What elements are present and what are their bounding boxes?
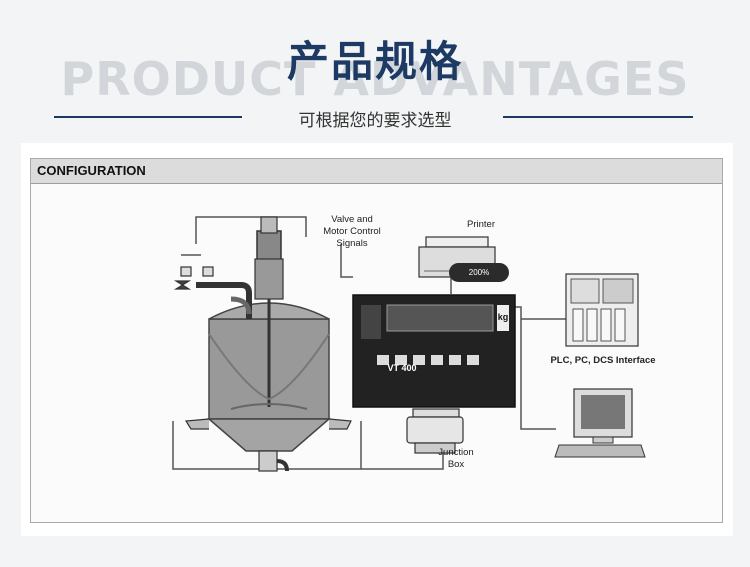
junction-wire — [361, 452, 444, 470]
valve-label-line3: Signals — [336, 238, 368, 249]
title-rule-left — [54, 116, 242, 118]
junction-box-label: Junction Box — [426, 447, 486, 471]
indicator-model-label: VT 400 — [387, 363, 417, 373]
control-signal-wire — [340, 244, 353, 278]
junction-box-icon — [406, 408, 464, 454]
valve-label-line2: Motor Control — [323, 226, 381, 237]
pc-wire — [514, 306, 556, 430]
background-watermark: PRODUCT ADVANTAGES — [60, 52, 690, 106]
indicator-unit-label: kg — [497, 312, 509, 322]
tank-icon — [184, 216, 352, 472]
zoom-badge: 200% — [449, 263, 509, 282]
printer-label: Printer — [467, 219, 495, 230]
inlet-valves — [173, 266, 252, 319]
diagram-drawing — [172, 216, 646, 472]
plc-interface-label: PLC, PC, DCS Interface — [550, 355, 656, 366]
computer-icon — [554, 388, 646, 458]
page-title: 产品规格 — [286, 37, 463, 86]
diagram-panel: CONFIGURATION — [21, 143, 733, 536]
valve-signal-label: Valve and Motor Control Signals — [307, 214, 397, 250]
tank-top-wire — [195, 216, 307, 244]
plc-rack-icon — [565, 273, 639, 347]
title-rule-right — [503, 116, 693, 118]
diagram-heading: CONFIGURATION — [37, 163, 146, 178]
page-subtitle: 可根据您的要求选型 — [298, 111, 452, 131]
diagram-header-bar: CONFIGURATION — [31, 159, 722, 184]
valve-label-line1: Valve and — [331, 214, 373, 225]
junction-label-line1: Junction — [438, 447, 474, 458]
junction-label-line2: Box — [447, 459, 465, 470]
configuration-diagram: CONFIGURATION — [30, 158, 723, 523]
indicator-icon — [352, 294, 516, 408]
